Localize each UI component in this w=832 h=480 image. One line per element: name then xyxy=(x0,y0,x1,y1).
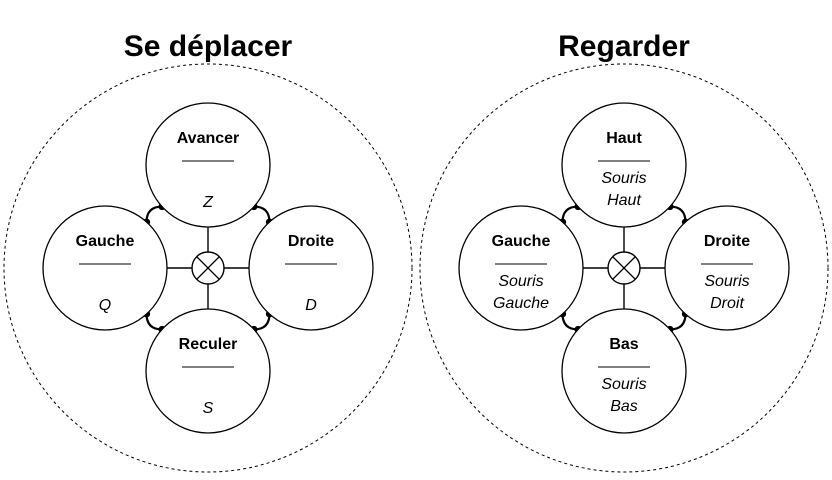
node-key-line: Souris xyxy=(498,273,543,290)
node-circle xyxy=(458,205,584,331)
panel-title: Regarder xyxy=(558,30,690,63)
node-key-line: S xyxy=(203,400,214,417)
node-key-line: Q xyxy=(99,297,111,314)
outer-dashed-circle xyxy=(419,63,829,473)
outer-dashed-circle xyxy=(3,63,413,473)
node-key-line: Souris xyxy=(601,170,646,187)
node-key-line: Droit xyxy=(710,295,744,312)
node-key-line: Z xyxy=(202,194,214,211)
node-label: Bas xyxy=(609,336,638,353)
node-key-line: Haut xyxy=(607,192,641,209)
node-key-line: Souris xyxy=(601,376,646,393)
node-key-line: Bas xyxy=(610,398,638,415)
hub-cross-icon xyxy=(191,251,225,285)
node-circle xyxy=(664,205,790,331)
node-key-line: Souris xyxy=(704,273,749,290)
hub-cross-icon xyxy=(607,251,641,285)
panel-0: Se déplacerAvancerZGaucheQDroiteDReculer… xyxy=(3,30,413,473)
node-label: Droite xyxy=(288,233,334,250)
node-circle xyxy=(42,205,168,331)
node-circle xyxy=(145,102,271,228)
panel-title: Se déplacer xyxy=(124,30,293,63)
node-circle xyxy=(561,102,687,228)
node-circle xyxy=(248,205,374,331)
node-label: Gauche xyxy=(492,233,551,250)
node-circle xyxy=(145,308,271,434)
node-key-line: Gauche xyxy=(493,295,549,312)
node-label: Haut xyxy=(606,130,642,147)
node-label: Gauche xyxy=(76,233,135,250)
node-label: Avancer xyxy=(177,130,240,147)
node-label: Droite xyxy=(704,233,750,250)
node-key-line: D xyxy=(305,297,317,314)
panel-1: RegarderHautSourisHautGaucheSourisGauche… xyxy=(419,30,829,473)
node-label: Reculer xyxy=(179,336,238,353)
node-circle xyxy=(561,308,687,434)
